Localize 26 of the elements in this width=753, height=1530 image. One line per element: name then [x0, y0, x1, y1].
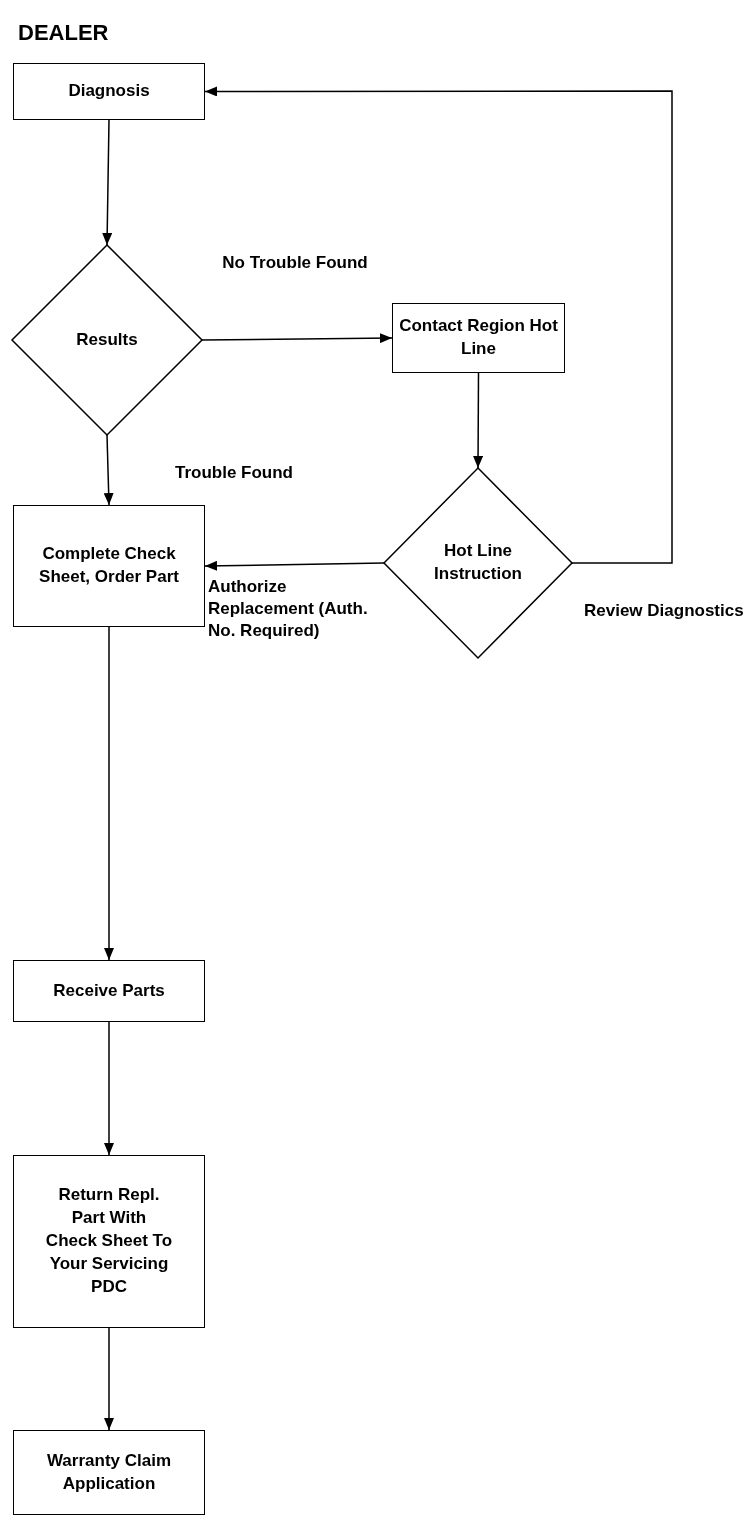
node-text: Hot Line Instruction — [433, 540, 523, 585]
arrow — [201, 333, 393, 344]
arrow — [204, 560, 385, 571]
decision-diamond — [12, 245, 202, 435]
node-text: Results — [76, 328, 138, 351]
node-text: Contact Region Hot Line — [398, 315, 559, 360]
decision-diamond — [384, 468, 572, 658]
node-text: Diagnosis — [68, 80, 150, 103]
process-box — [392, 303, 565, 373]
arrow — [104, 626, 114, 961]
arrow — [104, 1327, 114, 1431]
arrow — [102, 119, 113, 246]
arrow — [204, 86, 673, 564]
node-text: Complete Check Sheet, Order Part — [38, 543, 180, 588]
process-box — [13, 505, 205, 627]
arrow — [104, 1021, 114, 1156]
process-box — [13, 1430, 205, 1515]
node-text: Receive Parts — [53, 979, 165, 1002]
arrow — [473, 372, 484, 469]
node-text: Return Repl. Part With Check Sheet To Your Servicing PDC — [44, 1184, 174, 1298]
process-box — [13, 960, 205, 1022]
arrow — [103, 434, 114, 506]
node-text: Warranty Claim Application — [45, 1449, 173, 1495]
process-box — [13, 1155, 205, 1328]
lane-heading: DEALER — [18, 20, 109, 46]
process-box — [13, 63, 205, 120]
